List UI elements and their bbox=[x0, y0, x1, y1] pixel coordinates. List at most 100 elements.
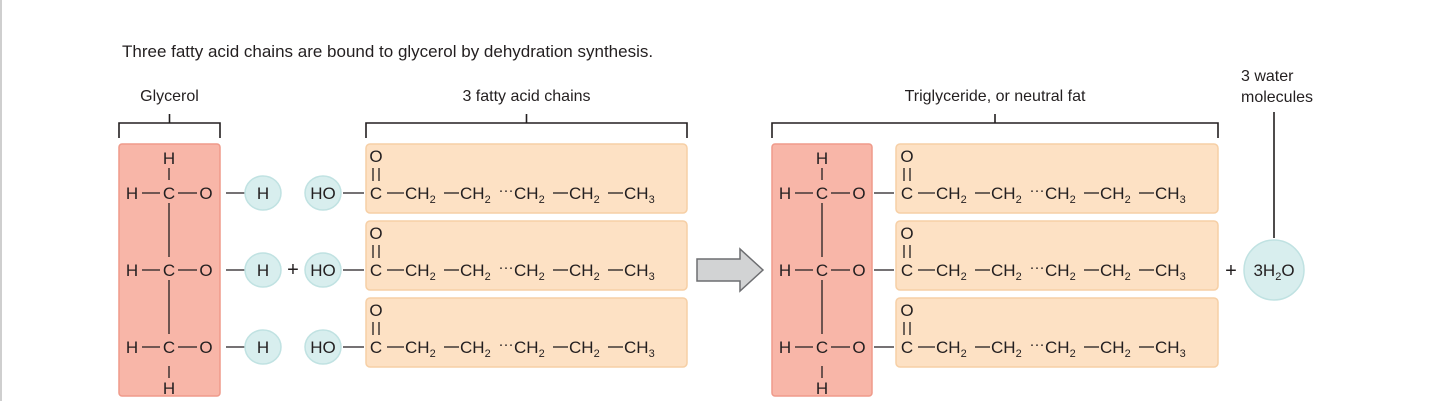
carbon-tg-2: C bbox=[816, 261, 828, 280]
methylene-group-1-8: CH2 bbox=[569, 184, 600, 206]
ester-chain-box-2 bbox=[895, 220, 1219, 291]
chain-ellipsis-tg-3: ··· bbox=[1030, 336, 1045, 353]
hydrogen-circle-label-1: H bbox=[257, 184, 269, 203]
methyl-group-tg-3-10: CH3 bbox=[1155, 338, 1186, 360]
fatty-acid-box-3 bbox=[365, 297, 688, 368]
methylene-group-3-6: CH2 bbox=[514, 338, 545, 360]
methylene-group-tg-1-8: CH2 bbox=[1100, 184, 1131, 206]
oxygen-1: O bbox=[199, 184, 212, 203]
methylene-group-3-4: CH2 bbox=[460, 338, 491, 360]
hydroxyl-circle-label-2: HO bbox=[310, 261, 336, 280]
fatty-acid-bracket bbox=[365, 114, 688, 138]
triglyceride-glycerol-box bbox=[771, 143, 873, 397]
ester-chain-box-1 bbox=[895, 143, 1219, 214]
glycerol-box bbox=[118, 143, 221, 397]
methylene-group-tg-2-6: CH2 bbox=[1045, 261, 1076, 283]
methyl-group-1-10: CH3 bbox=[624, 184, 655, 206]
carbonyl-oxygen-tg-2: O bbox=[900, 224, 913, 243]
fatty-acid-box-2 bbox=[365, 220, 688, 291]
methylene-group-tg-2-4: CH2 bbox=[991, 261, 1022, 283]
carbon-2: C bbox=[163, 261, 175, 280]
hydrogen-circle-1 bbox=[244, 175, 282, 211]
hydroxyl-circle-2 bbox=[304, 252, 342, 288]
carbonyl-oxygen-1: O bbox=[369, 147, 382, 166]
methylene-group-tg-3-8: CH2 bbox=[1100, 338, 1131, 360]
methylene-group-1-4: CH2 bbox=[460, 184, 491, 206]
triglyceride-bracket bbox=[771, 114, 1219, 138]
methylene-group-tg-2-2: CH2 bbox=[936, 261, 967, 283]
methylene-group-tg-1-6: CH2 bbox=[1045, 184, 1076, 206]
methylene-group-2-2: CH2 bbox=[405, 261, 436, 283]
chain-ellipsis-tg-1: ··· bbox=[1030, 182, 1045, 199]
chain-ellipsis-3: ··· bbox=[499, 336, 514, 353]
oxygen-3: O bbox=[199, 338, 212, 357]
hydrogen-circle-3 bbox=[244, 329, 282, 365]
triglyceride-label: Triglyceride, or neutral fat bbox=[904, 88, 1086, 105]
carbon-1: C bbox=[163, 184, 175, 203]
reaction-arrow bbox=[696, 247, 765, 293]
hydroxyl-circle-3 bbox=[304, 329, 342, 365]
fatty-acid-label: 3 fatty acid chains bbox=[462, 88, 591, 105]
glycerol-label: Glycerol bbox=[140, 88, 199, 105]
plus-sign-left: + bbox=[287, 259, 299, 281]
methylene-group-tg-2-8: CH2 bbox=[1100, 261, 1131, 283]
carbonyl-oxygen-2: O bbox=[369, 224, 382, 243]
glycerol-bracket bbox=[118, 114, 221, 138]
methylene-group-tg-3-6: CH2 bbox=[1045, 338, 1076, 360]
carbon-3: C bbox=[163, 338, 175, 357]
chain-ellipsis-1: ··· bbox=[499, 182, 514, 199]
water-label-line1: 3 water bbox=[1241, 68, 1294, 85]
methylene-group-2-4: CH2 bbox=[460, 261, 491, 283]
carbonyl-oxygen-tg-1: O bbox=[900, 147, 913, 166]
chain-ellipsis-tg-2: ··· bbox=[1030, 259, 1045, 276]
methylene-group-tg-3-4: CH2 bbox=[991, 338, 1022, 360]
chain-ellipsis-2: ··· bbox=[499, 259, 514, 276]
methylene-group-3-8: CH2 bbox=[569, 338, 600, 360]
carbonyl-carbon-2: C bbox=[370, 261, 382, 280]
row-hydrogen-tg-3: H bbox=[779, 338, 791, 357]
hydroxyl-circle-1 bbox=[304, 175, 342, 211]
carbonyl-carbon-3: C bbox=[370, 338, 382, 357]
figure-caption: Three fatty acid chains are bound to gly… bbox=[122, 42, 654, 61]
methylene-group-1-2: CH2 bbox=[405, 184, 436, 206]
carbonyl-oxygen-3: O bbox=[369, 301, 382, 320]
water-label: 3 water molecules bbox=[1241, 66, 1313, 108]
fatty-acid-box-1 bbox=[365, 143, 688, 214]
methylene-group-tg-1-2: CH2 bbox=[936, 184, 967, 206]
oxygen-tg-1: O bbox=[852, 184, 865, 203]
carbonyl-carbon-1: C bbox=[370, 184, 382, 203]
methylene-group-tg-1-4: CH2 bbox=[991, 184, 1022, 206]
ester-chain-box-3 bbox=[895, 297, 1219, 368]
water-formula: 3H2O bbox=[1253, 261, 1294, 283]
methylene-group-2-6: CH2 bbox=[514, 261, 545, 283]
hydroxyl-circle-label-3: HO bbox=[310, 338, 336, 357]
water-label-line2: molecules bbox=[1241, 89, 1314, 106]
methyl-group-tg-2-10: CH3 bbox=[1155, 261, 1186, 283]
row-hydrogen-3: H bbox=[126, 338, 138, 357]
oxygen-tg-2: O bbox=[852, 261, 865, 280]
methylene-group-2-8: CH2 bbox=[569, 261, 600, 283]
oxygen-tg-3: O bbox=[852, 338, 865, 357]
row-hydrogen-tg-1: H bbox=[779, 184, 791, 203]
methyl-group-2-10: CH3 bbox=[624, 261, 655, 283]
top-hydrogen: H bbox=[163, 149, 175, 168]
carbonyl-carbon-tg-3: C bbox=[901, 338, 913, 357]
left-divider bbox=[0, 0, 2, 401]
methyl-group-tg-1-10: CH3 bbox=[1155, 184, 1186, 206]
carbonyl-carbon-tg-2: C bbox=[901, 261, 913, 280]
hydrogen-circle-2 bbox=[244, 252, 282, 288]
carbonyl-oxygen-tg-3: O bbox=[900, 301, 913, 320]
row-hydrogen-tg-2: H bbox=[779, 261, 791, 280]
top-hydrogen-tg: H bbox=[816, 149, 828, 168]
oxygen-2: O bbox=[199, 261, 212, 280]
hydroxyl-circle-label-1: HO bbox=[310, 184, 336, 203]
methylene-group-3-2: CH2 bbox=[405, 338, 436, 360]
carbon-tg-3: C bbox=[816, 338, 828, 357]
carbon-tg-1: C bbox=[816, 184, 828, 203]
hydrogen-circle-label-3: H bbox=[257, 338, 269, 357]
bottom-hydrogen: H bbox=[163, 379, 175, 398]
bottom-hydrogen-tg: H bbox=[816, 379, 828, 398]
hydrogen-circle-label-2: H bbox=[257, 261, 269, 280]
methylene-group-tg-3-2: CH2 bbox=[936, 338, 967, 360]
